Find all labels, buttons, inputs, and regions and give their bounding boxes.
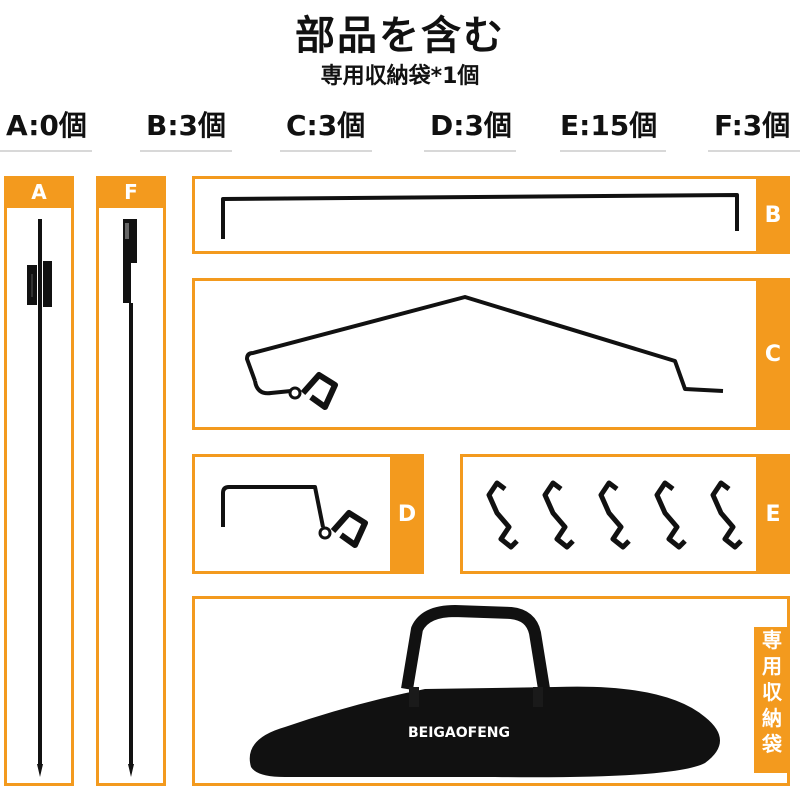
s-hook-icon bbox=[710, 480, 743, 550]
count-divider bbox=[280, 150, 372, 152]
tag-c: C bbox=[756, 278, 790, 430]
count-a: A:0個 bbox=[6, 109, 87, 142]
count-e: E:15個 bbox=[560, 109, 658, 142]
count-divider bbox=[140, 150, 232, 152]
s-hook-icon bbox=[654, 480, 687, 550]
s-hook-icon bbox=[486, 480, 519, 550]
s-hook-icon bbox=[486, 480, 743, 550]
count-b: B:3個 bbox=[146, 109, 227, 142]
page-title: 部品を含む bbox=[295, 13, 505, 59]
tag-b: B bbox=[756, 176, 790, 254]
tag-bag-char: 専 bbox=[762, 628, 782, 652]
tag-bag: 専用収納袋 bbox=[754, 627, 790, 773]
panel-b: B bbox=[192, 176, 790, 254]
count-divider bbox=[708, 150, 800, 152]
panel-f: F bbox=[96, 176, 166, 786]
tag-bag-char: 袋 bbox=[762, 732, 782, 756]
count-divider bbox=[0, 150, 92, 152]
page-subtitle: 専用収納袋*1個 bbox=[320, 64, 480, 89]
tag-e: E bbox=[756, 454, 790, 574]
s-hook-icon bbox=[598, 480, 631, 550]
count-d: D:3個 bbox=[430, 109, 512, 142]
count-f: F:3個 bbox=[714, 109, 791, 142]
count-divider bbox=[560, 150, 666, 152]
bent-hanger-bar-icon bbox=[245, 295, 724, 410]
carry-bag-icon: BEIGAOFENG bbox=[249, 605, 720, 778]
short-hook-bar-icon bbox=[221, 485, 368, 548]
tag-bag-char: 収 bbox=[762, 680, 782, 704]
tag-f: F bbox=[96, 176, 166, 208]
tag-bag-char: 用 bbox=[762, 654, 782, 678]
panel-bag: 専用収納袋 BEIGAOFENG bbox=[192, 596, 790, 786]
panel-d: D bbox=[192, 454, 424, 574]
count-divider bbox=[424, 150, 516, 152]
panel-e: E bbox=[460, 454, 790, 574]
count-c: C:3個 bbox=[286, 109, 366, 142]
s-hook-icon bbox=[542, 480, 575, 550]
bag-brand-label: BEIGAOFENG bbox=[408, 725, 510, 741]
panel-a: A bbox=[4, 176, 74, 786]
tag-bag-char: 納 bbox=[762, 706, 782, 730]
tag-d: D bbox=[390, 454, 424, 574]
stake-pole-icon bbox=[27, 219, 52, 777]
tag-a: A bbox=[4, 176, 74, 208]
straight-crossbar-icon bbox=[221, 193, 739, 239]
panel-c: C bbox=[192, 278, 790, 430]
stake-pole-connector-icon bbox=[123, 219, 137, 777]
